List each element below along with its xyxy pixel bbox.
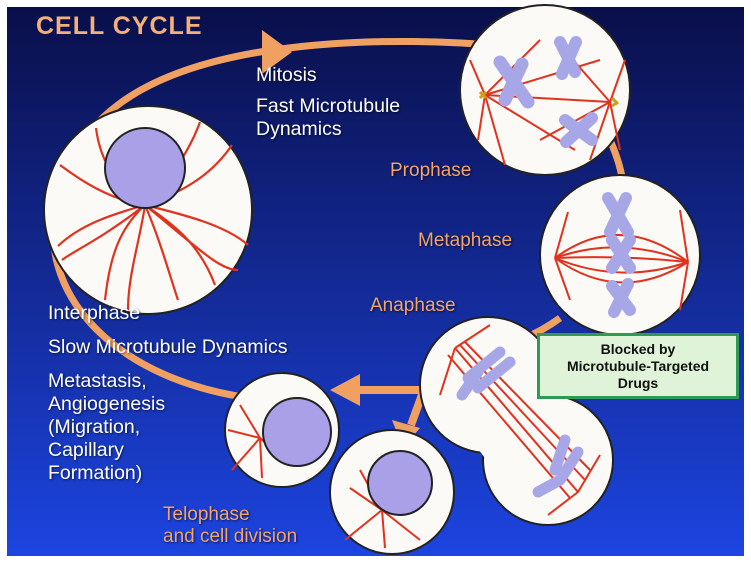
label-anaphase: Anaphase: [370, 295, 456, 317]
label-metaphase: Metaphase: [418, 230, 512, 252]
label-prophase: Prophase: [390, 160, 471, 182]
interphase-nucleus: [105, 128, 185, 208]
prophase-cell: [460, 5, 630, 175]
label-metastasis: Metastasis, Angiogenesis (Migration, Cap…: [48, 370, 165, 485]
label-mitosis-dynamics: Fast Microtubule Dynamics: [256, 95, 400, 141]
telophase-left-nucleus: [263, 398, 331, 466]
metaphase-cell: [540, 175, 700, 335]
metaphase-chromosome-3: [612, 284, 630, 312]
label-interphase-dynamics: Slow Microtubule Dynamics: [48, 336, 288, 359]
label-interphase: Interphase: [48, 302, 140, 325]
callout-text: Blocked by Microtubule-Targeted Drugs: [567, 341, 709, 392]
label-mitosis: Mitosis: [256, 64, 317, 87]
telophase-cell-right: [330, 430, 454, 554]
telophase-right-nucleus: [368, 451, 432, 515]
prophase-centrosome-1: [480, 92, 486, 98]
blocked-by-drugs-callout: Blocked by Microtubule-Targeted Drugs: [537, 333, 739, 399]
prophase-chromosome-2: [560, 42, 576, 74]
slide-title: CELL CYCLE: [36, 12, 203, 41]
label-telophase: Telophase and cell division: [163, 504, 297, 548]
interphase-cell: [44, 106, 252, 314]
metaphase-chromosome-2: [612, 240, 630, 268]
telophase-cell-left: [225, 373, 339, 487]
